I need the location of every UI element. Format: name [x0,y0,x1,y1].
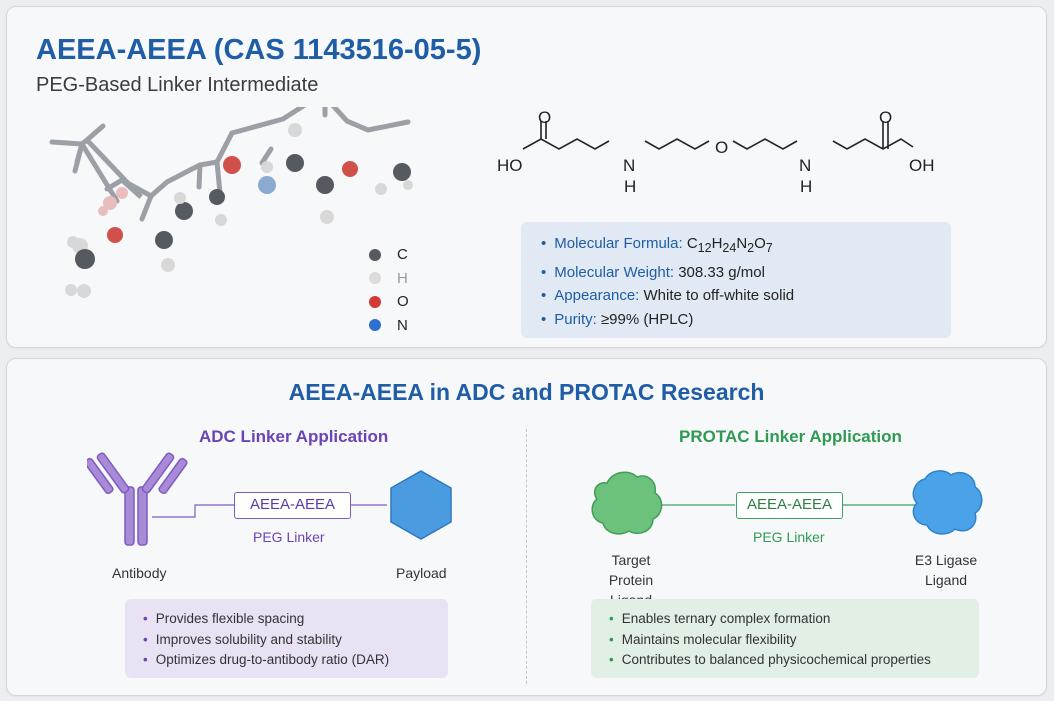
protac-linker-sub: PEG Linker [753,529,825,545]
atom-legend: C H O N [369,243,409,337]
antibody-label: Antibody [112,565,167,581]
formula-value: C12H24N2O7 [686,235,773,255]
formula-label: Molecular Formula: [554,235,683,252]
weight-label: Molecular Weight: [554,263,675,281]
adc-linker-box: AEEA-AEEA [234,492,351,519]
list-item: •Enables ternary complex formation [609,611,831,626]
e3-ligase-icon [912,470,983,535]
payload-hexagon-icon [390,470,452,540]
legend-label: N [397,316,408,334]
protac-title: PROTAC Linker Application [679,427,902,446]
ho-left-label: HO [497,156,523,175]
payload-label: Payload [396,565,447,581]
column-divider [526,429,527,684]
protac-linker-box: AEEA-AEEA [736,492,843,519]
h-right-label: H [800,177,812,196]
model-atoms [65,123,413,298]
protac-connector [662,504,917,506]
oxygen-swatch [369,295,381,308]
purity-value: ≥99% (HPLC) [600,310,694,328]
protac-benefits: •Enables ternary complex formation •Main… [591,599,979,678]
compound-overview-panel: AEEA-AEEA (CAS 1143516-05-5) PEG-Based L… [6,6,1047,348]
property-formula: •Molecular Formula: C12H24N2O7 [541,235,773,255]
adc-title: ADC Linker Application [199,427,389,446]
target-protein-icon [591,471,663,535]
carbon-swatch [369,248,381,261]
antibody-icon [87,452,188,546]
legend-label: H [397,269,408,287]
h-left-label: H [624,177,636,196]
adc-benefits: •Provides flexible spacing •Improves sol… [125,599,448,678]
oh-right-label: OH [909,156,935,175]
legend-label: C [397,246,408,264]
legend-item-hydrogen: H [369,267,409,291]
structure-bonds [522,121,914,150]
property-purity: •Purity: ≥99% (HPLC) [541,310,694,328]
structure-atoms: HO O N H O N H O OH [497,108,935,196]
legend-item-oxygen: O [369,290,409,314]
legend-item-carbon: C [369,243,409,267]
list-item: •Maintains molecular flexibility [609,631,797,647]
skeletal-structure: HO O N H O N H O OH [497,108,935,196]
appearance-value: White to off-white solid [643,287,795,304]
o-left-label: O [538,108,551,127]
weight-value: 308.33 g/mol [678,263,765,281]
adc-linker-sub: PEG Linker [253,529,325,545]
model-bonds [49,107,411,222]
page-title: AEEA-AEEA (CAS 1143516-05-5) [36,34,482,66]
adc-connector [152,504,387,518]
page-subtitle: PEG-Based Linker Intermediate [36,74,319,96]
o-right-label: O [879,108,892,127]
applications-title: AEEA-AEEA in ADC and PROTAC Research [288,379,765,405]
hydrogen-swatch [369,272,381,285]
list-item: •Contributes to balanced physicochemical… [609,652,931,667]
e3-ligase-label: E3 Ligase Ligand [914,552,978,588]
legend-label: O [397,293,409,311]
n-right-label: N [799,156,811,175]
properties-box: •Molecular Formula: C12H24N2O7 •Molecula… [521,222,951,338]
list-item: •Provides flexible spacing [143,611,305,626]
property-weight: •Molecular Weight: 308.33 g/mol [541,263,765,281]
property-appearance: •Appearance: White to off-white solid [541,287,795,304]
appearance-label: Appearance: [554,287,640,304]
o-center-label: O [715,138,728,157]
list-item: •Improves solubility and stability [143,631,342,647]
n-left-label: N [623,156,635,175]
list-item: •Optimizes drug-to-antibody ratio (DAR) [143,652,390,667]
applications-panel: AEEA-AEEA in ADC and PROTAC Research ADC… [6,358,1047,696]
legend-item-nitrogen: N [369,314,409,338]
ball-and-stick-model [49,107,413,298]
nitrogen-swatch [369,319,381,332]
purity-label: Purity: [554,310,597,328]
